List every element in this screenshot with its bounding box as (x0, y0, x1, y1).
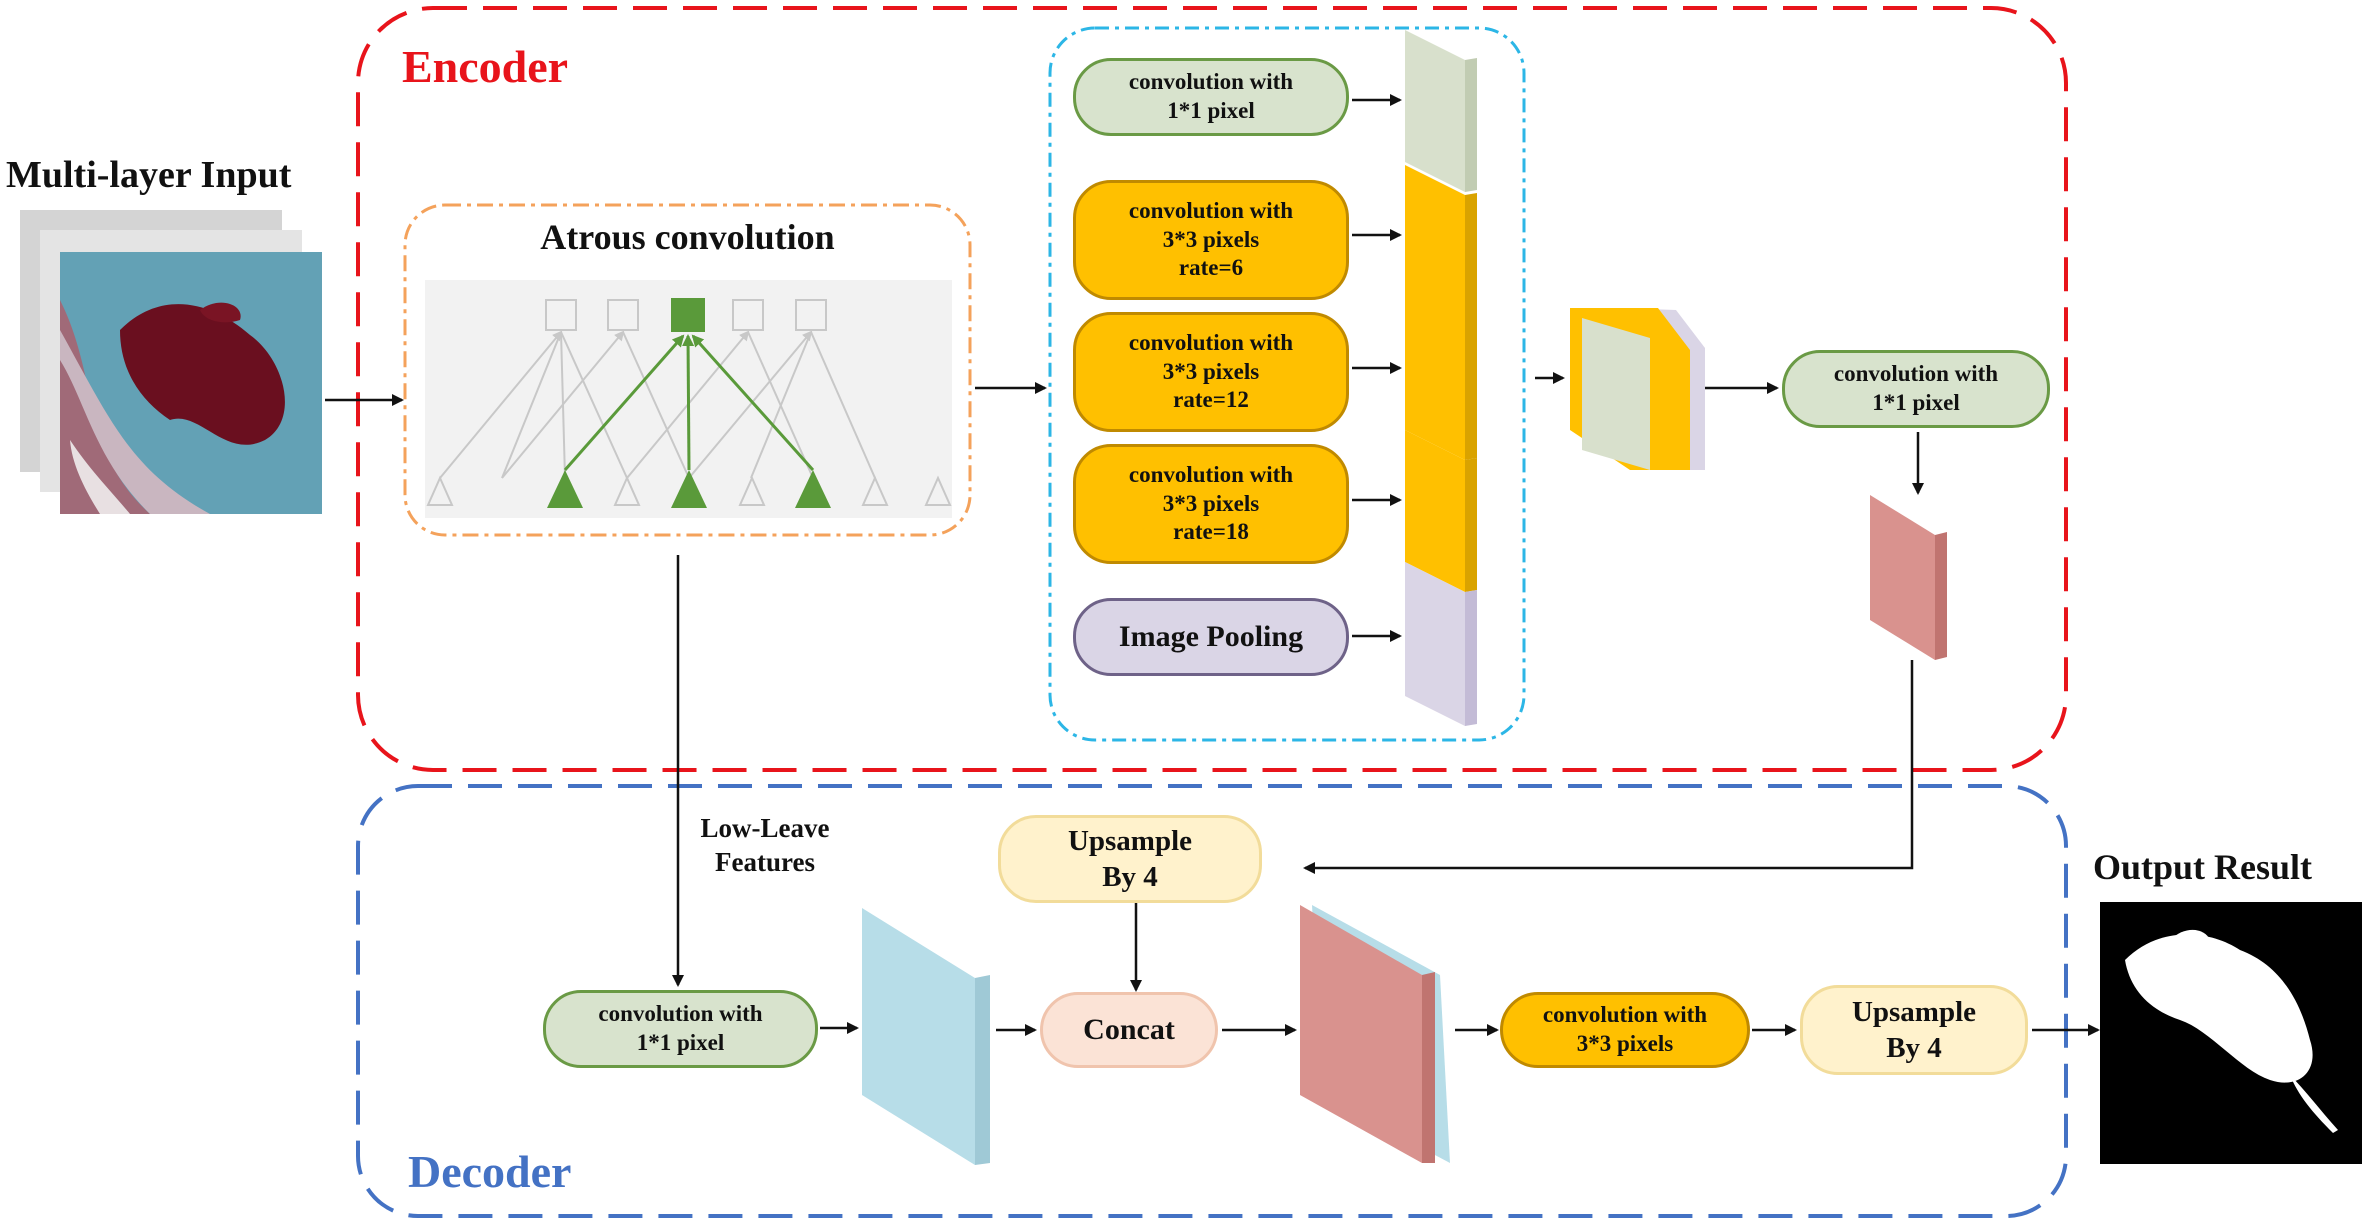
arrows (325, 94, 2100, 1036)
branch-conv-1x1: convolution with 1*1 pixel (1073, 58, 1349, 136)
input-image-stack (20, 210, 322, 514)
decoder-frame (356, 784, 2068, 1218)
branch-rate-6: convolution with 3*3 pixels rate=6 (1073, 180, 1349, 300)
aspp-feature-maps (1405, 30, 1477, 726)
low-level-feature-map (862, 908, 990, 1165)
atrous-active-kernel (547, 298, 831, 508)
decoder-upsample-out: Upsample By 4 (1800, 985, 2028, 1075)
atrous-title: Atrous convolution (540, 217, 835, 257)
concat-feature-stack (1570, 308, 1705, 470)
aspp-frame (1048, 26, 1526, 742)
branch-rate-12: convolution with 3*3 pixels rate=12 (1073, 312, 1349, 432)
encoder-title: Encoder (402, 41, 569, 92)
decoder-upsample-top: Upsample By 4 (998, 815, 1262, 903)
encoder-frame (356, 6, 2068, 772)
decoder-title: Decoder (408, 1146, 572, 1197)
branch-rate-18: convolution with 3*3 pixels rate=18 (1073, 444, 1349, 564)
decoder-conv-1x1: convolution with 1*1 pixel (543, 990, 818, 1068)
encoder-output-map (1870, 495, 1947, 660)
decoder-concat: Concat (1040, 992, 1218, 1068)
branch-image-pooling: Image Pooling (1073, 598, 1349, 676)
input-title: Multi-layer Input (6, 154, 292, 196)
atrous-frame (403, 203, 972, 537)
output-title: Output Result (2093, 847, 2313, 887)
encoder-conv-1x1: convolution with 1*1 pixel (1782, 350, 2050, 428)
decoder-conv-3x3: convolution with 3*3 pixels (1500, 992, 1750, 1068)
output-result-image (2100, 902, 2362, 1164)
decoder-concat-map (1300, 905, 1450, 1163)
low-level-features-label: Low-Leave Features (700, 813, 830, 877)
